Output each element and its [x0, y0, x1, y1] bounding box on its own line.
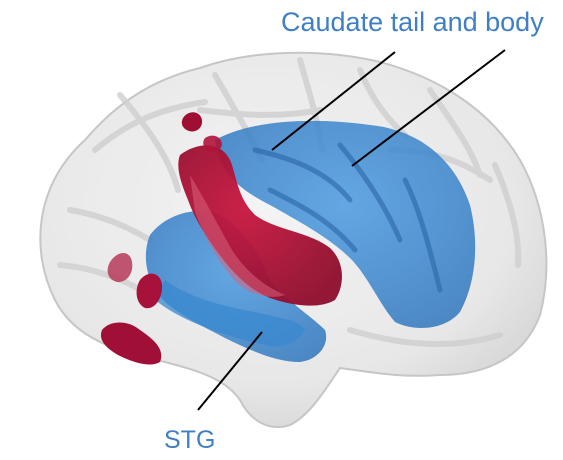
caudate-label: Caudate tail and body [281, 9, 544, 36]
stg-label: STG [164, 428, 215, 453]
